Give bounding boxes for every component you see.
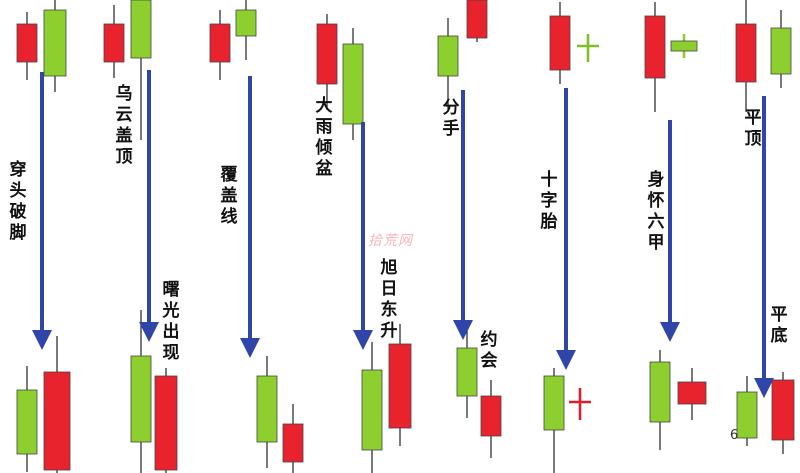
candle-body xyxy=(154,375,178,471)
pattern-label-shizitai: 十字胎 xyxy=(540,170,558,232)
candle-body xyxy=(644,15,666,79)
pattern-label-shenhuailiujia: 身怀六甲 xyxy=(647,170,665,253)
candle-body xyxy=(388,343,412,429)
candle-bear-26 xyxy=(677,368,707,420)
candle-bear-2 xyxy=(103,5,125,78)
candle-body xyxy=(456,347,478,397)
candle-bear-11 xyxy=(644,2,666,112)
candle-bull-3 xyxy=(130,0,152,140)
candle-bull-5 xyxy=(235,0,257,60)
candle-body xyxy=(342,43,364,125)
candle-bull-13 xyxy=(770,10,792,88)
pattern-label-pingding: 平顶 xyxy=(744,108,762,149)
candle-body xyxy=(16,23,38,63)
candle-body xyxy=(361,369,383,451)
candle-bear-4 xyxy=(209,10,231,80)
pattern-label-wuyungaiding: 乌云盖顶 xyxy=(115,84,133,167)
candle-body xyxy=(235,9,257,37)
candle-body xyxy=(736,391,758,439)
pattern-label-yuehui: 约会 xyxy=(480,330,498,371)
pattern-label-chuantoupojiao: 穿头破脚 xyxy=(9,160,27,243)
candle-bull-1 xyxy=(43,0,67,92)
pattern-label-shuguangchuxian: 曙光出现 xyxy=(162,280,180,363)
watermark: 拾荒网 xyxy=(368,233,413,249)
page-number: 6 xyxy=(730,428,739,443)
candle-body xyxy=(437,35,459,77)
candle-body xyxy=(43,371,71,471)
candle-body xyxy=(16,389,38,455)
candle-body xyxy=(466,0,488,39)
candle-bear-10 xyxy=(549,2,571,84)
candle-bear-21 xyxy=(388,324,412,446)
pattern-label-fugaixian: 覆盖线 xyxy=(220,165,238,227)
candle-body xyxy=(771,379,795,441)
candle-bull-14 xyxy=(16,366,38,472)
candle-body xyxy=(130,355,152,443)
pattern-label-pingdi: 平底 xyxy=(770,305,788,346)
candle-bull-20 xyxy=(361,342,383,473)
candle-bear-0 xyxy=(16,12,38,80)
candle-bull-16 xyxy=(130,310,152,473)
candle-bull-18 xyxy=(256,356,278,468)
candle-bull-25 xyxy=(649,350,671,450)
candle-bull-24 xyxy=(543,368,565,473)
candle-body xyxy=(256,375,278,443)
candle-body xyxy=(316,23,338,85)
candle-body xyxy=(735,23,757,83)
candle-bear-12 xyxy=(735,0,757,112)
candle-bull-22 xyxy=(456,322,478,418)
candle-body xyxy=(282,423,304,463)
candle-bear-6 xyxy=(316,14,338,110)
candle-bear-17 xyxy=(154,368,178,473)
candle-bear-19 xyxy=(282,404,304,473)
candle-body xyxy=(209,23,231,63)
pattern-label-dayuqingpen: 大雨倾盆 xyxy=(315,96,333,179)
candle-body xyxy=(677,381,707,405)
candle-bull-7 xyxy=(342,28,364,140)
candle-bear-9 xyxy=(466,0,488,42)
candle-body xyxy=(649,361,671,423)
doji-body xyxy=(670,40,698,52)
candle-body xyxy=(130,0,152,59)
candle-body xyxy=(543,375,565,431)
candle-bull-8 xyxy=(437,18,459,112)
candle-body xyxy=(103,23,125,63)
doji-cross-0 xyxy=(577,34,599,62)
candle-bear-28 xyxy=(771,372,795,454)
candle-body xyxy=(43,9,67,77)
doji-cross-2 xyxy=(569,388,591,420)
candle-bull-27 xyxy=(736,376,758,446)
candle-body xyxy=(549,15,571,71)
candle-body xyxy=(480,395,502,437)
pattern-label-xuridongsheng: 旭日东升 xyxy=(380,258,398,341)
pattern-label-fenshou: 分手 xyxy=(442,98,460,139)
candle-bear-15 xyxy=(43,336,71,473)
candle-body xyxy=(770,27,792,75)
candle-bear-23 xyxy=(480,380,502,458)
doji-cross-1 xyxy=(670,34,698,58)
